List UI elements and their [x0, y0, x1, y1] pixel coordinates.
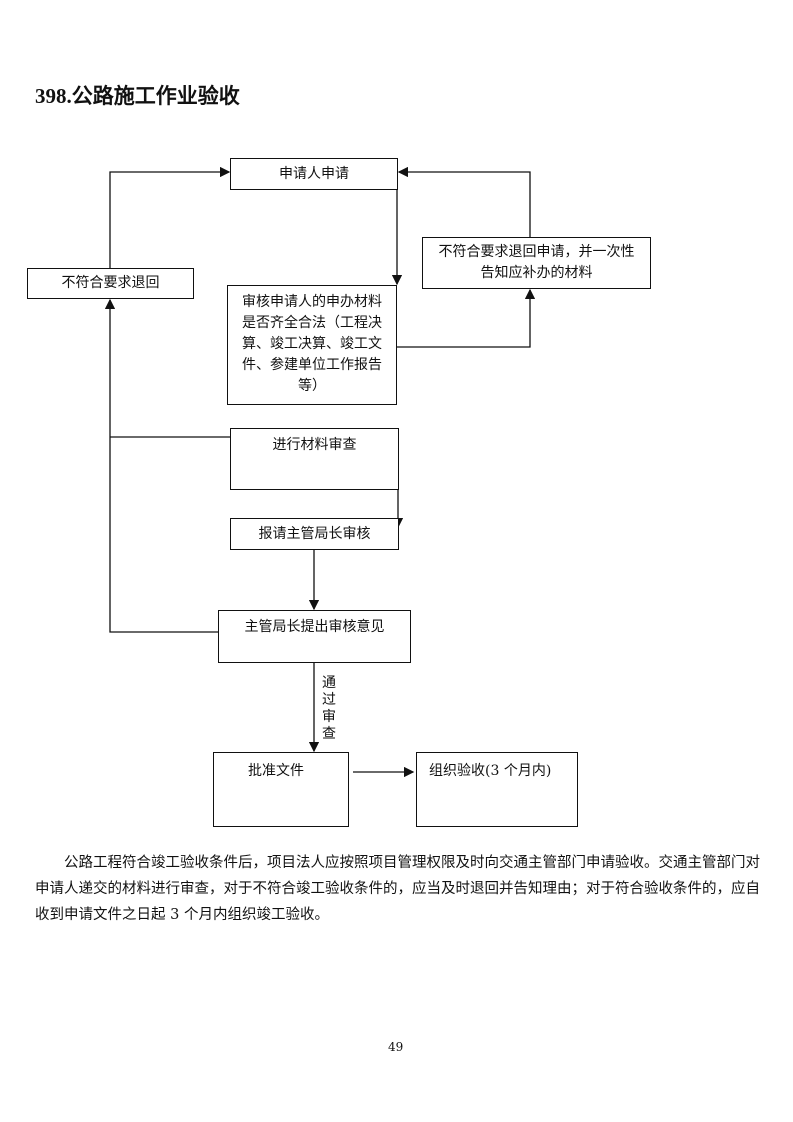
arrow-review-to-reject	[104, 298, 219, 633]
body-paragraph: 公路工程符合竣工验收条件后，项目法人应按照项目管理权限及时向交通主管部门申请验收…	[35, 855, 760, 923]
arrow-reject-to-apply	[109, 166, 231, 268]
box-apply: 申请人申请	[230, 158, 398, 190]
box-opinion: 主管局长提出审核意见	[218, 610, 411, 663]
page-number: 49	[388, 1040, 404, 1054]
pass-label: 通过审查	[322, 675, 336, 742]
arrow-rightreject-to-apply	[397, 166, 531, 237]
box-reject-right: 不符合要求退回申请，并一次性告知应补办的材料	[422, 237, 651, 289]
box-review: 进行材料审查	[230, 428, 399, 490]
arrow-audit-to-rightreject	[396, 288, 536, 348]
page-title: 398.公路施工作业验收	[35, 84, 240, 108]
box-reject-left: 不符合要求退回	[27, 268, 194, 299]
box-audit: 审核申请人的申办材料是否齐全合法（工程决算、竣工决算、竣工文件、参建单位工作报告…	[227, 285, 397, 405]
box-submit: 报请主管局长审核	[230, 518, 399, 550]
box-accept: 组织验收(3 个月内)	[416, 752, 578, 827]
box-approve: 批准文件	[213, 752, 349, 827]
